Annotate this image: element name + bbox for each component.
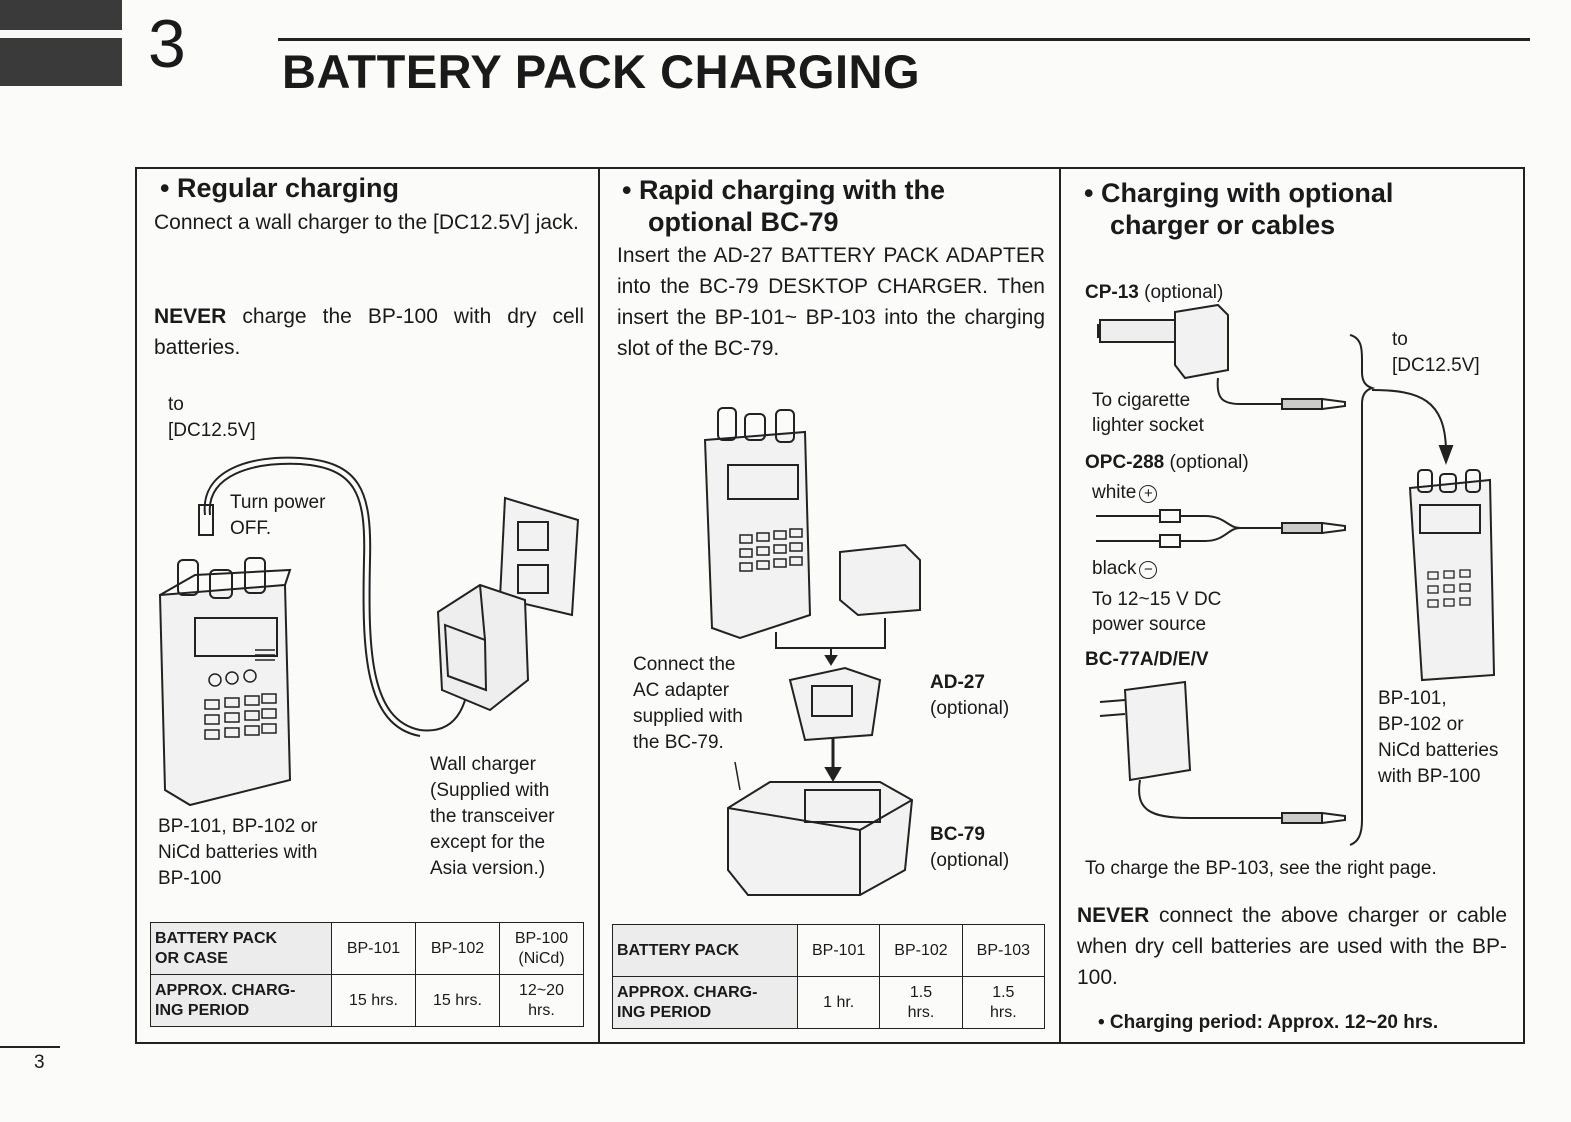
- label-ac-adapter-3: supplied with: [633, 706, 743, 727]
- rapid-charging-heading-2: optional BC-79: [648, 207, 839, 237]
- page-title: BATTERY PACK CHARGING: [282, 45, 921, 98]
- label-cigarette-1: To cigarette: [1092, 390, 1191, 411]
- column-divider-1: [598, 167, 600, 1044]
- table-cell: BP-102: [879, 924, 963, 977]
- optional-charging-heading-2: charger or cables: [1110, 210, 1336, 240]
- label-bp-right-1: BP-101,: [1378, 688, 1447, 709]
- label-wall-charger-2: (Supplied with: [430, 780, 550, 801]
- table-cell: 15 hrs.: [415, 974, 500, 1027]
- regular-charging-text: Connect a wall charger to the [DC12.5V] …: [154, 211, 579, 234]
- table-cell: BP-101: [331, 922, 416, 975]
- regular-charging-illustration: [158, 456, 580, 807]
- page-number: 3: [34, 1052, 45, 1073]
- chapter-tab-upper: [0, 0, 122, 30]
- label-dc-source-1: To 12~15 V DC: [1092, 589, 1222, 610]
- title-rule: [278, 38, 1530, 41]
- label-bc79-optional: (optional): [930, 850, 1010, 871]
- label-wall-charger-4: except for the: [430, 832, 546, 853]
- regular-charging-heading: • Regular charging: [160, 173, 399, 203]
- charging-period: • Charging period: Approx. 12~20 hrs.: [1098, 1012, 1439, 1033]
- label-wall-charger-5: Asia version.): [430, 858, 546, 879]
- label-batteries-2: NiCd batteries with: [158, 842, 318, 863]
- label-bp-right-4: with BP-100: [1378, 766, 1481, 787]
- warning-never-right: NEVER: [1077, 904, 1150, 927]
- table-header-cell: BATTERY PACK: [612, 924, 798, 977]
- chapter-tab-lower: [0, 38, 122, 86]
- label-ad27: AD-27: [930, 672, 985, 693]
- label-dc-jack-right: [DC12.5V]: [1392, 355, 1480, 376]
- label-wall-charger-3: the transceiver: [430, 806, 555, 827]
- label-cigarette-2: lighter socket: [1092, 415, 1204, 436]
- minus-icon: −: [1139, 561, 1158, 579]
- label-wall-charger-1: Wall charger: [430, 754, 536, 775]
- table-cell: 15 hrs.: [331, 974, 416, 1027]
- optional-warning: NEVER connect the above charger or cable…: [1077, 900, 1507, 993]
- page-number-rule: [0, 1046, 60, 1048]
- warning-text-right: connect the above charger or cable when …: [1077, 904, 1507, 989]
- table-row: BATTERY PACK BP-101 BP-102 BP-103: [612, 924, 1046, 977]
- label-dc-jack: [DC12.5V]: [168, 420, 256, 441]
- label-to-right: to: [1392, 329, 1408, 350]
- white-text: white: [1092, 482, 1137, 503]
- table-cell: 1 hr.: [796, 976, 881, 1029]
- table-cell: BP-102: [415, 922, 500, 975]
- label-bp-right-3: NiCd batteries: [1378, 740, 1499, 761]
- rapid-charging-text: Insert the AD-27 BATTERY PACK ADAPTER in…: [617, 244, 1045, 360]
- rapid-charging-illustration: [703, 407, 921, 896]
- optional-charging-heading-1: • Charging with optional: [1084, 178, 1394, 208]
- table-cell: BP-103: [961, 924, 1046, 977]
- rapid-charging-heading-1: • Rapid charging with the: [622, 175, 945, 205]
- label-ac-adapter-4: the BC-79.: [633, 732, 724, 753]
- label-dc-source-2: power source: [1092, 614, 1207, 635]
- label-batteries-1: BP-101, BP-102 or: [158, 816, 318, 837]
- chapter-number: 3: [148, 6, 186, 82]
- label-black: black−: [1092, 556, 1158, 582]
- column-divider-2: [1059, 167, 1061, 1044]
- label-white: white+: [1092, 480, 1158, 506]
- warning-never: NEVER: [154, 305, 227, 328]
- opc288-name: OPC-288: [1085, 452, 1165, 473]
- label-bp-right-2: BP-102 or: [1378, 714, 1464, 735]
- table-cell: BP-101: [796, 924, 881, 977]
- label-opc288: OPC-288 (optional): [1085, 450, 1249, 476]
- bp103-note: To charge the BP-103, see the right page…: [1085, 858, 1437, 879]
- table-header-cell: APPROX. CHARG-ING PERIOD: [150, 974, 332, 1027]
- label-to: to: [168, 394, 184, 415]
- rapid-charging-table: BATTERY PACK BP-101 BP-102 BP-103 APPROX…: [612, 924, 1046, 1029]
- plus-icon: +: [1139, 485, 1158, 503]
- cp13-optional: (optional): [1138, 282, 1224, 303]
- label-bc77: BC-77A/D/E/V: [1085, 649, 1209, 670]
- label-turn-power-2: OFF.: [230, 518, 272, 539]
- cp13-name: CP-13: [1085, 282, 1139, 303]
- label-cp13: CP-13 (optional): [1085, 280, 1223, 306]
- black-text: black: [1092, 558, 1137, 579]
- label-ac-adapter-1: Connect the: [633, 654, 736, 675]
- table-row: APPROX. CHARG-ING PERIOD 15 hrs. 15 hrs.…: [150, 974, 584, 1027]
- label-bc79: BC-79: [930, 824, 985, 845]
- label-ad27-optional: (optional): [930, 698, 1010, 719]
- opc288-optional: (optional): [1164, 452, 1249, 473]
- table-header-cell: APPROX. CHARG-ING PERIOD: [612, 976, 798, 1029]
- warning-text: charge the BP-100 with dry cell batterie…: [154, 305, 584, 359]
- label-ac-adapter-2: AC adapter: [633, 680, 730, 701]
- label-batteries-3: BP-100: [158, 868, 222, 889]
- optional-charging-illustration: [1096, 303, 1496, 846]
- content-frame: [135, 167, 1525, 1044]
- regular-warning: NEVER charge the BP-100 with dry cell ba…: [154, 301, 584, 363]
- table-cell: BP-100(NiCd): [499, 922, 584, 975]
- label-turn-power-1: Turn power: [230, 492, 326, 513]
